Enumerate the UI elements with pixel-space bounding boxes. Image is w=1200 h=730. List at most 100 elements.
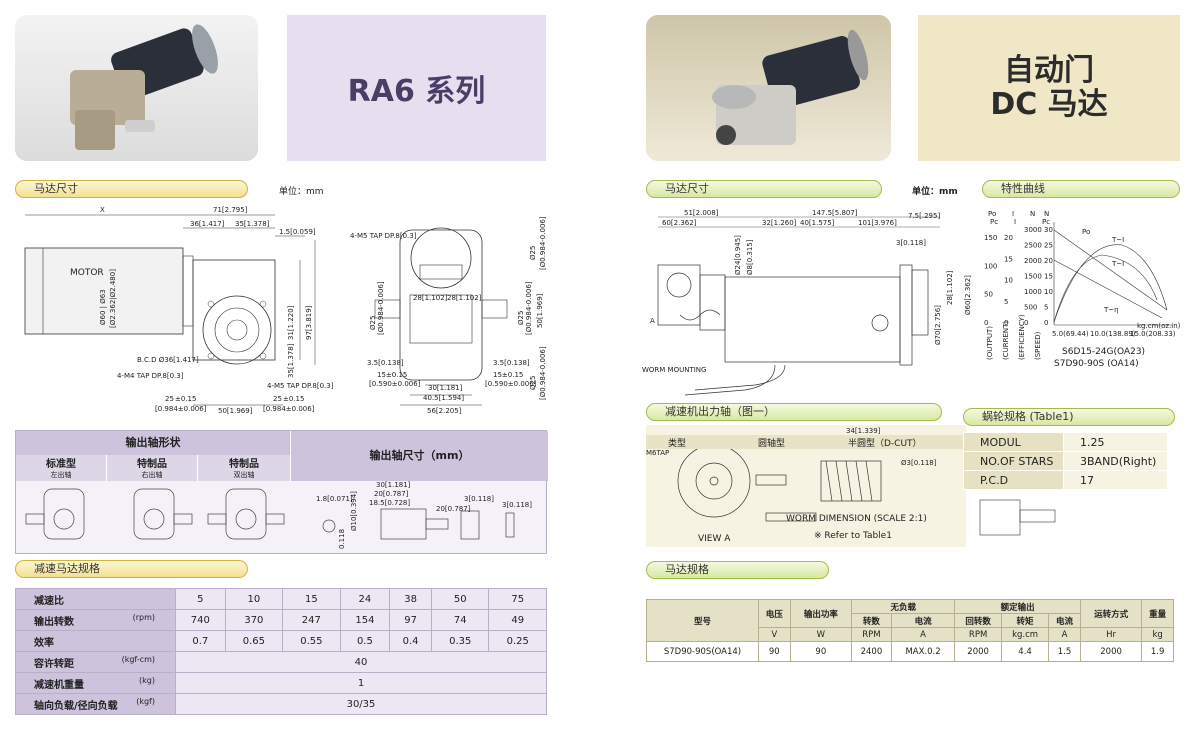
dim-35: 35[1.378]	[235, 220, 270, 228]
unit-cell: A	[1048, 627, 1081, 642]
curve-y-tick-eff: 10	[1044, 288, 1053, 296]
dim-50: 50[1.969]	[218, 407, 253, 415]
shaft-type-name: 特制品	[137, 459, 167, 470]
curve-y-tick-current: 0	[1004, 319, 1008, 327]
spec-cell: 0.65	[224, 630, 284, 652]
curve-axis-po: Po	[988, 210, 996, 218]
worm-key: P.C.D	[963, 470, 1064, 490]
unit-cell: W	[789, 627, 853, 642]
spec-unit-text: (kg)	[139, 675, 155, 685]
unit-label-right: 单位：mm	[912, 187, 958, 197]
curve-y-tick-speed: 500	[1024, 304, 1037, 312]
h-noload: 无负载	[851, 599, 956, 614]
motor-data-cell: 1.9	[1141, 641, 1174, 662]
curve-x-tick-3: 15.0(208.33)	[1130, 330, 1176, 338]
dim-phi25-mid: Ø25	[517, 311, 525, 325]
dim-x: X	[100, 206, 105, 214]
shaft-d3: Ø3[0.118]	[901, 459, 937, 467]
spec-label-text: 减速比	[34, 595, 64, 607]
shaft-dim-d: 18.5[0.728]	[369, 499, 410, 507]
spec-unit-text: (rpm)	[132, 612, 155, 622]
shaft-header-left-text: 输出轴形状	[125, 436, 181, 449]
dim-25a-in: [0.984±0.006]	[155, 405, 207, 413]
curve-y-tick-speed: 2000	[1024, 257, 1042, 265]
spec-cell: 10	[224, 588, 284, 610]
dim-97: 97[3.819]	[305, 305, 313, 340]
section-label: 特性曲线	[1001, 182, 1045, 195]
dim-15a-in: [0.590±0.006]	[369, 380, 421, 388]
h-weight: 重量	[1141, 599, 1174, 628]
curve-axis-pc: Pc	[990, 218, 998, 226]
curve-y-tick-eff: 20	[1044, 257, 1053, 265]
motor-data-cell: 90	[758, 641, 791, 662]
curve-y-tick-output: 50	[984, 291, 993, 299]
worm-mounting-label: WORM MOUNTING	[642, 366, 706, 374]
curve-x-unit: kg.cm(oz.in)	[1137, 322, 1180, 330]
spec-label-text: 轴向负载/径向负载	[34, 700, 118, 712]
spec-cell: 247	[282, 609, 341, 631]
dim-phi25-mid-in: [Ø0.984-0.006]	[525, 281, 533, 335]
gear-motor-photo	[15, 15, 258, 161]
curve-ylabel-speed: (SPEED)	[1034, 331, 1042, 360]
curve-y-tick-current: 15	[1004, 255, 1013, 263]
dim-phi60-in: [Ø2.362|Ø2.480]	[109, 269, 117, 328]
r-dim-51: 51[2.008]	[684, 209, 719, 217]
r-dim-28: 28[1.102]	[946, 270, 954, 305]
dim-1-5: 1.5[0.059]	[279, 228, 316, 236]
spec-cell: 0.4	[389, 630, 432, 652]
door-motor-drawing: 51[2.008] 60[2.362] 147.5[5.807] 32[1.26…	[642, 209, 972, 396]
h-run: 运转方式	[1079, 599, 1143, 628]
spec-cell-merged: 30/35	[175, 693, 547, 715]
spec-cell: 24	[339, 588, 391, 610]
worm-value: 1.25	[1063, 432, 1168, 452]
spec-cell: 0.5	[339, 630, 391, 652]
r-dim-7-5: 7.5[.295]	[908, 212, 940, 220]
dim-30: 30[1.181]	[428, 384, 463, 392]
section-reducer-output-shaft: 减速机出力轴（图一）	[646, 403, 942, 421]
shaft-type-panel: 类型 圆轴型 半圆型（D-CUT） M6TAP 34[1.339] Ø3[0.1…	[646, 425, 966, 547]
spec-cell: 5	[175, 588, 226, 610]
curve-axis-i2: I	[1014, 218, 1016, 226]
shaft-dim-a: 1.8[0.071]	[316, 495, 353, 503]
section-gear-motor-spec: 减速马达规格	[15, 560, 248, 578]
dim-phi25-bot-in: [Ø0.984-0.006]	[539, 346, 547, 400]
h-sub-current2: 电流	[1048, 613, 1081, 628]
section-label: 蜗轮规格 (Table1)	[982, 410, 1074, 423]
motor-data-cell: 90	[789, 641, 853, 662]
spec-cell: 50	[430, 588, 490, 610]
curve-label-ti1: T~I	[1111, 236, 1124, 244]
h-sub-torque: 转矩	[1000, 613, 1050, 628]
spec-cell: 0.35	[430, 630, 490, 652]
dim-35v: 35[1.378]	[287, 343, 295, 378]
spec-cell: 97	[389, 609, 432, 631]
curve-y-tick-current: 5	[1004, 298, 1008, 306]
spec-row: 减速机重量(kg)1	[15, 672, 547, 694]
dim-phi25-top: Ø25	[529, 246, 537, 260]
curve-y-tick-eff: 25	[1044, 242, 1053, 250]
motor-data-cell: 4.4	[1000, 641, 1050, 662]
worm-key: NO.OF STARS	[963, 451, 1064, 471]
r-dim-phi60: Ø60[2.362]	[964, 275, 972, 315]
curve-y-tick-speed: 3000	[1024, 226, 1042, 234]
r-dim-phi70: Ø70[2.756]	[934, 305, 942, 345]
spec-cell: 0.55	[282, 630, 341, 652]
dim-m5-front: 4-M5 TAP DP.8[0.3]	[350, 232, 417, 240]
section-label: 减速机出力轴（图一）	[665, 405, 775, 418]
dim-28a: 28[1.102]	[413, 294, 448, 302]
curve-x-tick-2: 10.0(138.89)	[1090, 330, 1136, 338]
dim-36: 36[1.417]	[190, 220, 225, 228]
dim-15b-in: [0.590±0.006]	[485, 380, 537, 388]
shaft-mtap: M6TAP	[646, 449, 669, 457]
shaft-half-label: 半圆型（D-CUT）	[848, 437, 922, 449]
spec-cell: 15	[282, 588, 341, 610]
spec-cell-merged: 40	[175, 651, 547, 673]
curve-x-tick-1: 5.0(69.44)	[1052, 330, 1089, 338]
h-voltage: 电压	[758, 599, 791, 628]
shaft-dim-f: 20[0.787]	[436, 505, 471, 513]
dim-25a: 25	[165, 395, 174, 403]
h-sub-speed: 转数	[851, 613, 892, 628]
curve-y-tick-eff: 0	[1044, 319, 1048, 327]
